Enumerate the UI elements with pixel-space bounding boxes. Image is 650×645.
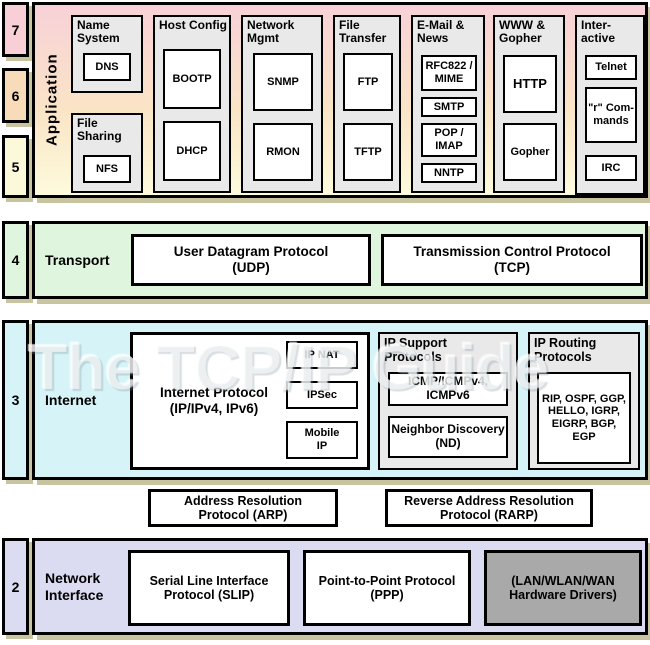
- protocol-udp: User Datagram Protocol (UDP): [131, 234, 371, 286]
- network-interface-layer-label: Network Interface: [45, 570, 104, 603]
- protocol-ipsec: IPSec: [286, 381, 358, 409]
- protocol-mobile-ip: Mobile IP: [286, 421, 358, 459]
- layer-number-5: 5: [2, 135, 29, 198]
- protocol-bootp: BOOTP: [163, 49, 221, 109]
- group-title-host-config: Host Config: [159, 18, 227, 32]
- layer-internet: Internet Internet Protocol (IP/IPv4, IPv…: [32, 320, 648, 480]
- tcp-label: Transmission Control Protocol (TCP): [413, 244, 611, 275]
- ip-label: Internet Protocol (IP/IPv4, IPv6): [159, 385, 268, 416]
- protocol-rarp: Reverse Address Resolution Protocol (RAR…: [385, 489, 593, 527]
- hardware-drivers-label: (LAN/WLAN/WAN Hardware Drivers): [509, 573, 617, 602]
- group-title-ip-routing: IP Routing Protocols: [534, 336, 597, 364]
- protocol-ip-box: Internet Protocol (IP/IPv4, IPv6) IP NAT…: [130, 332, 370, 470]
- protocol-icmp: ICMP/ICMPv4, ICMPv6: [388, 372, 508, 406]
- protocol-arp: Address Resolution Protocol (ARP): [148, 489, 338, 527]
- arp-label: Address Resolution Protocol (ARP): [183, 493, 303, 522]
- protocol-ftp: FTP: [343, 53, 393, 111]
- protocol-routing-list: RIP, OSPF, GGP, HELLO, IGRP, EIGRP, BGP,…: [537, 372, 631, 464]
- group-host-config: Host Config BOOTP DHCP: [153, 15, 231, 193]
- group-email-news: E-Mail & News RFC822 / MIME SMTP POP / I…: [411, 15, 485, 193]
- protocol-ppp: Point-to-Point Protocol (PPP): [303, 550, 471, 626]
- group-title-interactive: Inter-active: [581, 18, 616, 46]
- protocol-smtp: SMTP: [421, 97, 477, 117]
- group-title-network-mgmt: Network Mgmt: [247, 18, 295, 46]
- group-file-sharing: File Sharing NFS: [71, 113, 143, 193]
- group-network-mgmt: Network Mgmt SNMP RMON: [241, 15, 323, 193]
- group-title-ip-support: IP Support Protocols: [384, 336, 447, 364]
- transport-layer-label: Transport: [45, 251, 110, 268]
- layer-network-interface: Network Interface Serial Line Interface …: [32, 538, 648, 635]
- protocol-telnet: Telnet: [585, 55, 637, 80]
- rarp-label: Reverse Address Resolution Protocol (RAR…: [404, 493, 574, 522]
- layer-number-6: 6: [2, 68, 29, 123]
- protocol-dns: DNS: [83, 53, 131, 81]
- protocol-pop-imap: POP / IMAP: [421, 123, 477, 157]
- layer-application: Application Name System DNS File Sharing…: [32, 2, 648, 198]
- internet-layer-label: Internet: [45, 391, 97, 408]
- protocol-neighbor-discovery: Neighbor Discovery (ND): [388, 416, 508, 458]
- protocol-gopher: Gopher: [503, 123, 557, 181]
- protocol-http: HTTP: [503, 55, 557, 113]
- layer-number-7: 7: [2, 2, 29, 57]
- group-www-gopher: WWW & Gopher HTTP Gopher: [493, 15, 565, 193]
- group-title-email-news: E-Mail & News: [417, 18, 465, 46]
- application-layer-label: Application: [43, 53, 61, 147]
- group-ip-routing: IP Routing Protocols RIP, OSPF, GGP, HEL…: [528, 332, 640, 470]
- protocol-nntp: NNTP: [421, 163, 477, 183]
- protocol-rfc822-mime: RFC822 / MIME: [421, 55, 477, 91]
- routing-list-label: RIP, OSPF, GGP, HELLO, IGRP, EIGRP, BGP,…: [542, 392, 626, 443]
- group-title-name-system: Name System: [77, 18, 120, 46]
- protocol-tcp: Transmission Control Protocol (TCP): [381, 234, 643, 286]
- group-name-system: Name System DNS: [71, 15, 143, 93]
- group-interactive: Inter-active Telnet "r" Com-mands IRC: [575, 15, 645, 195]
- protocol-dhcp: DHCP: [163, 121, 221, 181]
- group-title-file-sharing: File Sharing: [77, 116, 122, 144]
- group-title-www-gopher: WWW & Gopher: [499, 18, 545, 46]
- slip-label: Serial Line Interface Protocol (SLIP): [149, 573, 269, 602]
- protocol-rmon: RMON: [253, 123, 313, 181]
- layer-number-4: 4: [2, 221, 29, 299]
- layer-transport: Transport User Datagram Protocol (UDP) T…: [32, 221, 648, 299]
- group-file-transfer: File Transfer FTP TFTP: [333, 15, 401, 193]
- protocol-snmp: SNMP: [253, 53, 313, 111]
- protocol-r-commands: "r" Com-mands: [585, 87, 637, 143]
- udp-label: User Datagram Protocol (UDP): [173, 244, 329, 275]
- protocol-slip: Serial Line Interface Protocol (SLIP): [128, 550, 290, 626]
- hardware-drivers-box: (LAN/WLAN/WAN Hardware Drivers): [484, 550, 642, 626]
- protocol-nfs: NFS: [83, 155, 131, 183]
- protocol-irc: IRC: [585, 155, 637, 181]
- protocol-ip-nat: IP NAT: [286, 341, 358, 369]
- layer-number-2: 2: [2, 538, 29, 635]
- group-title-file-transfer: File Transfer: [339, 18, 387, 46]
- mobile-ip-label: Mobile IP: [304, 427, 340, 452]
- group-ip-support: IP Support Protocols ICMP/ICMPv4, ICMPv6…: [378, 332, 518, 470]
- ppp-label: Point-to-Point Protocol (PPP): [318, 573, 456, 602]
- protocol-tftp: TFTP: [343, 123, 393, 181]
- layer-number-3: 3: [2, 320, 29, 480]
